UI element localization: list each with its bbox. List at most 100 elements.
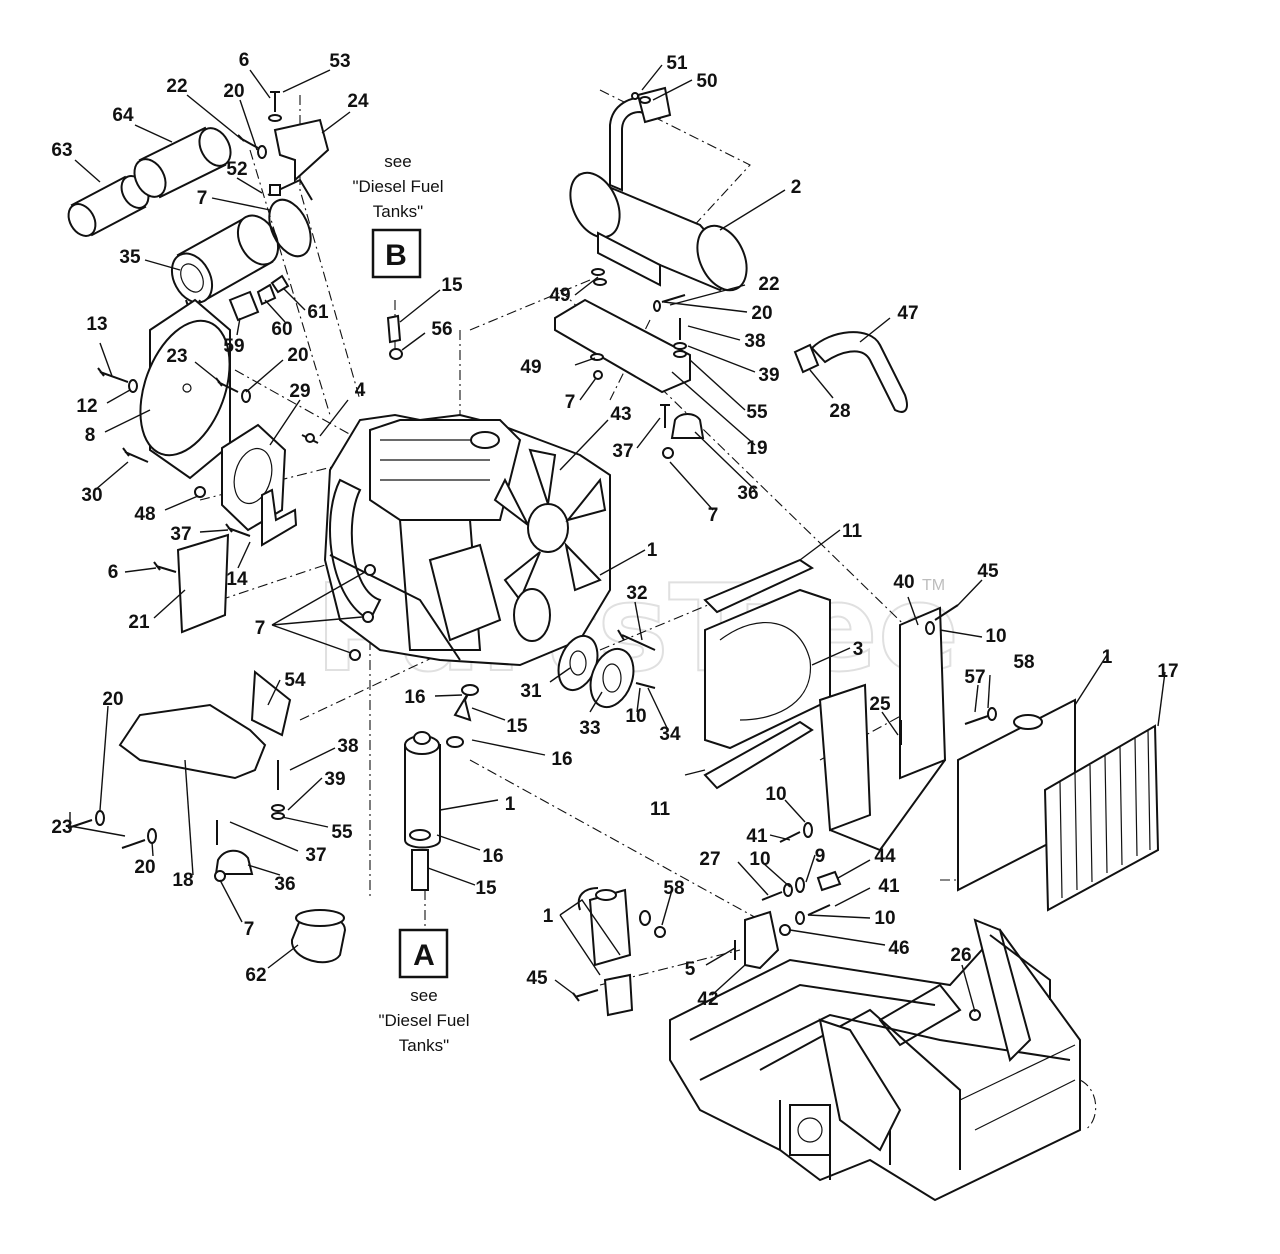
ref-43: 43 [610, 404, 631, 425]
ref-20: 20 [223, 81, 244, 102]
ref-7: 7 [255, 618, 266, 639]
shroud-rail [703, 558, 815, 614]
watermark-tm: TM [922, 577, 945, 594]
adapter-fitting [256, 283, 277, 306]
ref-19: 19 [746, 438, 767, 459]
ref-10: 10 [985, 626, 1006, 647]
ref-47: 47 [897, 303, 918, 324]
bolt [572, 989, 599, 1002]
ref-1: 1 [1102, 647, 1113, 668]
engine-mount [214, 849, 254, 875]
bolt [635, 682, 656, 689]
hose-clamp [793, 343, 820, 374]
callout-B-see: see [384, 152, 411, 171]
bolt [660, 404, 670, 428]
bolt [964, 715, 989, 725]
bolt [661, 294, 686, 303]
ref-20: 20 [102, 689, 123, 710]
ref-42: 42 [697, 989, 718, 1010]
ref-62: 62 [245, 965, 266, 986]
ref-4: 4 [355, 380, 366, 401]
air-cleaner-body [170, 214, 280, 321]
callout-B-target-1: "Diesel Fuel [352, 177, 443, 196]
ref-46: 46 [888, 938, 909, 959]
ref-22: 22 [166, 76, 187, 97]
ref-5: 5 [685, 959, 696, 980]
ref-45: 45 [526, 968, 548, 989]
ref-10: 10 [749, 849, 770, 870]
fuel-filter [404, 744, 441, 849]
ref-52: 52 [226, 159, 247, 180]
ref-10: 10 [625, 706, 646, 727]
callout-A[interactable]: A see "Diesel Fuel Tanks" [378, 928, 470, 1055]
radiator-group [703, 558, 1160, 912]
ref-59: 59 [223, 336, 244, 357]
ref-37: 37 [170, 524, 191, 545]
ref-7: 7 [244, 919, 255, 940]
callout-B-box [371, 228, 422, 279]
fuel-hose-B [386, 314, 402, 344]
ref-55: 55 [331, 822, 353, 843]
ref-39: 39 [758, 365, 779, 386]
ref-31: 31 [520, 681, 542, 702]
reference-labels: 63 64 22 20 6 53 24 52 7 35 61 60 59 15 … [51, 50, 1178, 1010]
bolt [237, 134, 259, 149]
ref-49: 49 [549, 285, 570, 306]
bolt [122, 447, 149, 463]
bolt [934, 604, 959, 621]
ref-1: 1 [505, 794, 516, 815]
frame-hardware [734, 822, 842, 970]
ref-23: 23 [166, 346, 187, 367]
ref-10: 10 [765, 784, 786, 805]
callout-A-target-2: Tanks" [399, 1036, 449, 1055]
bolt [807, 904, 831, 916]
ref-26: 26 [950, 945, 971, 966]
ref-7: 7 [708, 505, 719, 526]
ref-15: 15 [506, 716, 528, 737]
ref-57: 57 [964, 667, 985, 688]
callout-B[interactable]: see "Diesel Fuel Tanks" B [352, 152, 444, 360]
ref-9: 9 [815, 846, 826, 867]
bracket [273, 118, 330, 183]
ref-64: 64 [112, 105, 134, 126]
ref-49: 49 [520, 357, 541, 378]
ref-45: 45 [977, 561, 999, 582]
radiator-screen [1043, 724, 1160, 912]
bolt [761, 891, 783, 901]
ref-50: 50 [696, 71, 717, 92]
ref-48: 48 [134, 504, 155, 525]
ref-17: 17 [1157, 661, 1178, 682]
ref-7: 7 [197, 188, 208, 209]
ref-54: 54 [284, 670, 306, 691]
coolant-reservoir [588, 888, 632, 967]
muffler-group [554, 86, 748, 459]
ref-16: 16 [404, 687, 425, 708]
bolt [97, 367, 129, 383]
bolt [153, 561, 177, 573]
coolant-reservoir-group [572, 887, 666, 1017]
ref-2: 2 [791, 177, 802, 198]
callout-A-box [398, 928, 449, 979]
muffler-bracket [554, 298, 691, 394]
ref-27: 27 [699, 849, 720, 870]
ref-38: 38 [744, 331, 765, 352]
ref-10: 10 [874, 908, 895, 929]
callout-B-letter: B [385, 239, 407, 272]
ref-30: 30 [81, 485, 102, 506]
ref-1: 1 [543, 906, 554, 927]
ref-15: 15 [475, 878, 497, 899]
ref-61: 61 [307, 302, 329, 323]
shroud-rail-lower [703, 720, 814, 790]
ref-16: 16 [551, 749, 572, 770]
side-panel [899, 606, 947, 780]
ref-23: 23 [51, 817, 72, 838]
ref-20: 20 [751, 303, 772, 324]
ref-55: 55 [746, 402, 768, 423]
ref-12: 12 [76, 396, 97, 417]
callout-A-target-1: "Diesel Fuel [378, 1011, 469, 1030]
ref-60: 60 [271, 319, 292, 340]
ref-3: 3 [853, 639, 864, 660]
ref-36: 36 [737, 483, 758, 504]
ref-15: 15 [441, 275, 463, 296]
spacer [816, 870, 842, 892]
